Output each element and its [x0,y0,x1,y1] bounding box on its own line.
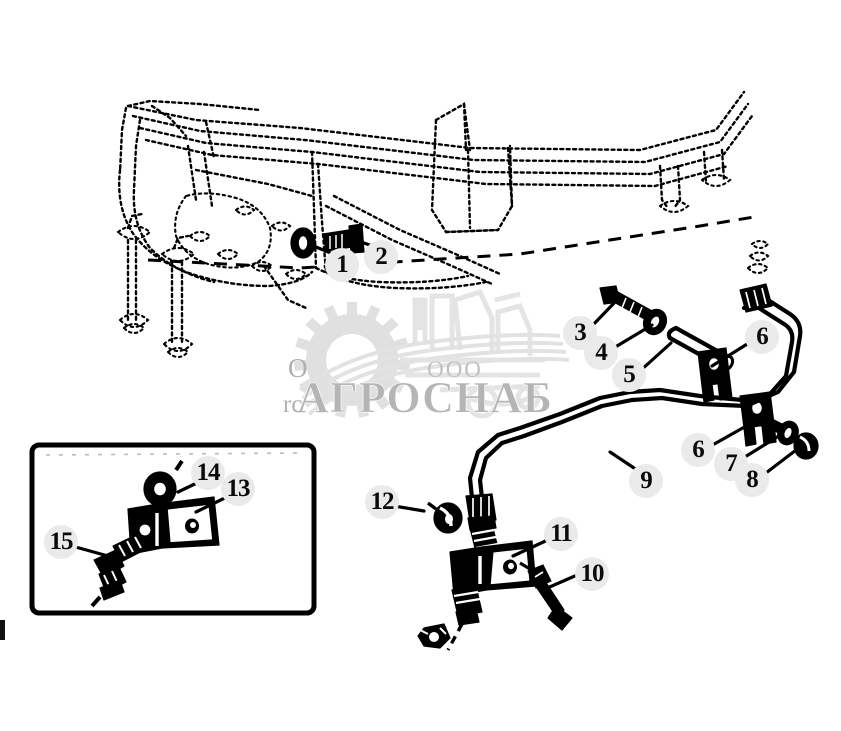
callout-13[interactable]: 13 [221,472,255,506]
watermark-agrosnab: АГРОСНАБ [297,373,553,422]
ghost-text-upper: O [288,353,308,383]
callout-4[interactable]: 4 [584,336,618,370]
reference-dash-line [147,214,761,270]
engine-block-phantom [116,90,761,359]
part-15-bolt-and-nut-detail [90,532,149,608]
callout-9[interactable]: 9 [629,464,663,498]
callout-14[interactable]: 14 [191,456,225,490]
part-1-washer [290,227,316,259]
scan-artifact [0,620,5,640]
callout-12[interactable]: 12 [365,485,399,519]
part-3-cap-screw [599,285,655,323]
watermark-ooo: ООО [427,357,483,382]
part-8-nut [793,432,819,460]
callout-2[interactable]: 2 [364,240,398,274]
callout-15[interactable]: 15 [44,525,78,559]
ghost-text-lower: rc [283,391,302,418]
part-10-cap-screw [519,561,573,631]
part-6-clamp-bracket-lower [739,391,791,447]
callout-10[interactable]: 10 [575,557,609,591]
callout-11[interactable]: 11 [544,517,578,551]
callout-6-lower[interactable]: 6 [681,433,715,467]
part-12-nut [426,501,463,534]
callout-6-upper[interactable]: 6 [745,320,779,354]
callout-8[interactable]: 8 [735,463,769,497]
swoosh-icon [298,332,570,416]
callout-5[interactable]: 5 [612,358,646,392]
part-9-oil-line-tube [465,239,803,531]
bottom-nut [417,623,451,649]
part-2-cap-screw [322,223,365,254]
combine-wheel-icon [465,385,541,419]
callout-1[interactable]: 1 [325,248,359,282]
